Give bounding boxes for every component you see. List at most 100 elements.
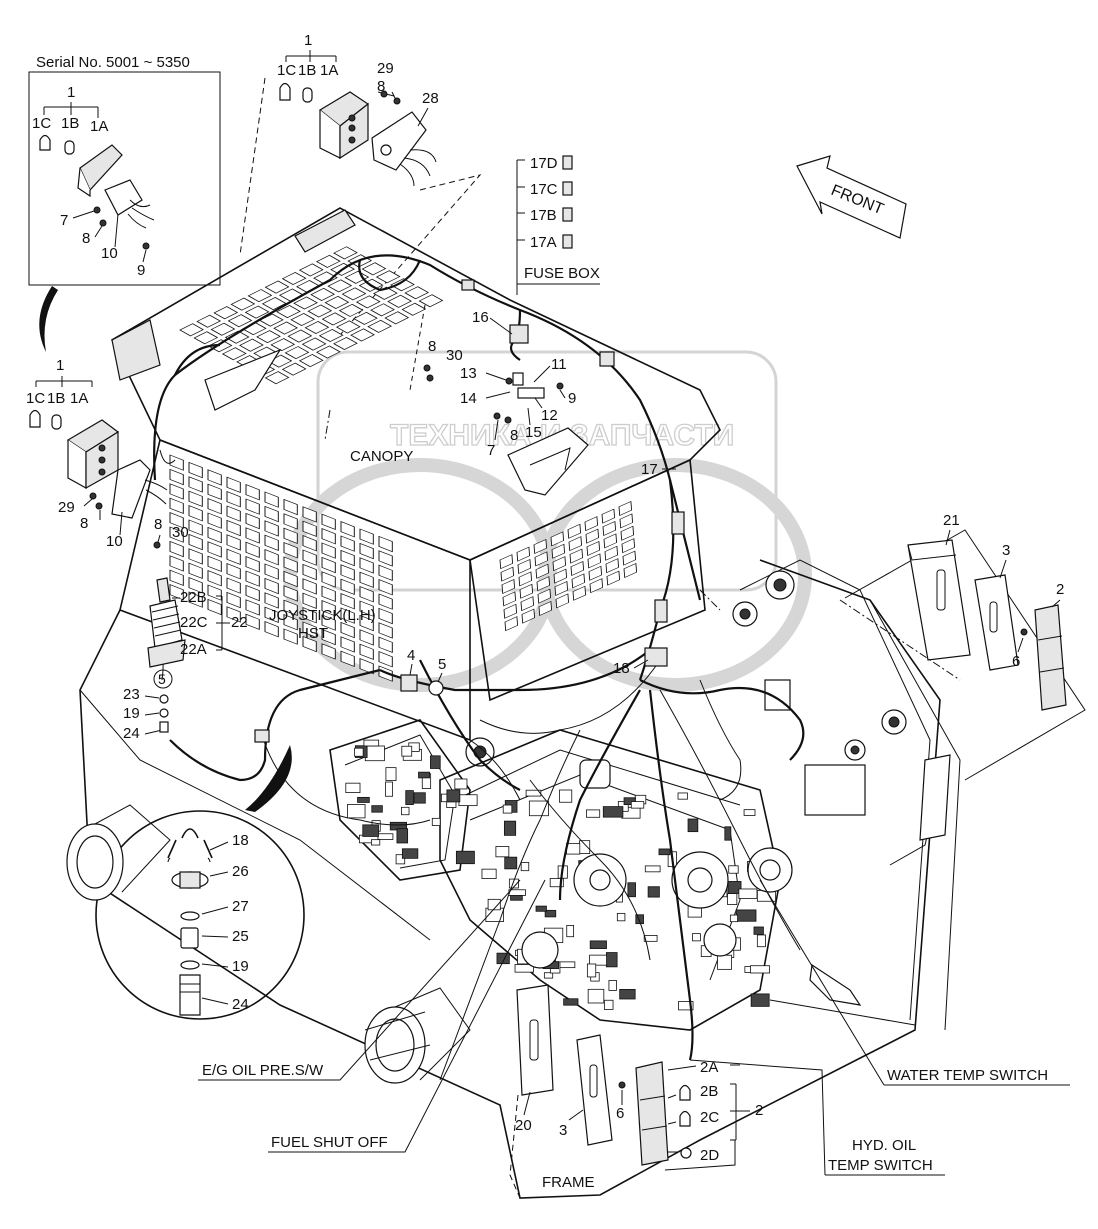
mesh-cell (621, 538, 636, 554)
mesh-cell (341, 287, 367, 301)
engine-detail (692, 933, 701, 942)
lamp-cover-21-icon (907, 539, 971, 661)
engine-detail (750, 993, 770, 1007)
mesh-cell (283, 570, 298, 588)
mesh-cell (499, 554, 514, 570)
engine-detail (724, 826, 732, 841)
detail-callout-18: 18 (232, 832, 249, 849)
mesh-cell (519, 583, 534, 599)
mesh-cell (378, 535, 393, 553)
bulb-icon (29, 409, 41, 428)
engine-detail (401, 745, 413, 757)
mesh-cell (571, 573, 586, 589)
engine-detail (508, 878, 519, 889)
engine-detail (377, 833, 394, 840)
mesh-cell (245, 498, 260, 515)
engine-detail (510, 894, 523, 901)
mesh-cell (226, 563, 241, 580)
mesh-cell (221, 347, 247, 361)
canopy-callout-8: 8 (428, 338, 436, 355)
mesh-cell (207, 598, 222, 616)
fuse-box-label: FUSE BOX (524, 265, 600, 282)
bulb-icon (679, 1084, 691, 1101)
canopy-callout-7: 7 (487, 442, 495, 459)
mesh-cell (321, 542, 336, 559)
mesh-cell (245, 556, 260, 573)
mesh-cell (361, 262, 387, 276)
mesh-cell (359, 629, 374, 646)
mesh-cell (321, 528, 336, 545)
mesh-cell (188, 577, 203, 594)
mesh-cell (169, 497, 184, 515)
mesh-cell (290, 313, 316, 327)
mesh-cell (298, 354, 324, 368)
mesh-cell (261, 297, 287, 311)
mesh-cell (359, 600, 374, 617)
engine-detail (458, 794, 478, 807)
mesh-cell (605, 558, 620, 574)
engine-detail (385, 767, 397, 781)
joystick-grip-icon (156, 577, 171, 603)
rear-lamp-callout-6: 6 (1012, 653, 1020, 670)
mesh-cell (188, 490, 203, 508)
mesh-cell (321, 556, 336, 574)
serial-callout-1c: 1C (32, 115, 51, 132)
mesh-cell (572, 585, 587, 601)
lamp-left-callout-10: 10 (106, 533, 123, 550)
engine-detail (544, 909, 557, 918)
mesh-cell (169, 555, 184, 572)
engine-detail (495, 846, 510, 858)
mesh-cell (535, 563, 550, 579)
mesh-cell (169, 483, 184, 500)
mesh-cell (245, 570, 260, 587)
mesh-cell (321, 585, 336, 603)
engine-detail (559, 961, 576, 969)
mesh-cell (340, 593, 355, 610)
joystick-callout-22c: 22C (180, 614, 208, 631)
mesh-cell (188, 519, 203, 536)
engine-detail (549, 878, 564, 888)
mesh-cell (224, 330, 250, 344)
fuse-icon (562, 155, 573, 249)
front-lamp-callout-2a: 2A (700, 1059, 718, 1076)
mesh-cell (603, 533, 618, 549)
mesh-cell (264, 505, 279, 523)
mesh-cell (313, 271, 338, 285)
canopy-callout-18: 18 (613, 660, 630, 677)
engine-detail (743, 809, 756, 816)
mesh-cell (301, 337, 327, 351)
mesh-cell (207, 526, 222, 544)
mesh-cell (568, 536, 583, 552)
mesh-cell (264, 606, 279, 624)
mesh-cell (264, 549, 279, 566)
mesh-cell (401, 302, 427, 316)
mesh-cell (619, 513, 634, 529)
lamp-top-group: 1 1C 1B 1A 29 8 28 (239, 32, 482, 336)
engine-detail (363, 739, 380, 747)
mesh-cell (307, 304, 333, 318)
mesh-cell (500, 566, 515, 582)
mesh-cell (340, 621, 355, 639)
engine-detail (345, 782, 361, 793)
front-lamp-callout-2d: 2D (700, 1147, 719, 1164)
mesh-cell (264, 592, 279, 609)
bracket-icon (111, 459, 151, 519)
mesh-cell (378, 622, 393, 639)
rear-lamp-group: 21 3 2 6 (844, 512, 1086, 781)
mesh-cell (315, 345, 341, 359)
mesh-cell (551, 543, 566, 559)
mesh-cell (226, 534, 241, 551)
mesh-cell (302, 535, 317, 552)
mesh-cell (245, 584, 260, 602)
mesh-cell (210, 322, 236, 336)
mesh-cell (538, 600, 553, 616)
fuel-shut-label: FUEL SHUT OFF (271, 1134, 388, 1151)
mesh-cell (188, 533, 203, 551)
mesh-cell (384, 311, 410, 325)
mesh-cell (340, 578, 355, 596)
engine-detail (496, 952, 510, 965)
mesh-cell (584, 516, 599, 532)
serial-callout-8: 8 (82, 230, 90, 247)
mesh-cell (359, 658, 374, 675)
